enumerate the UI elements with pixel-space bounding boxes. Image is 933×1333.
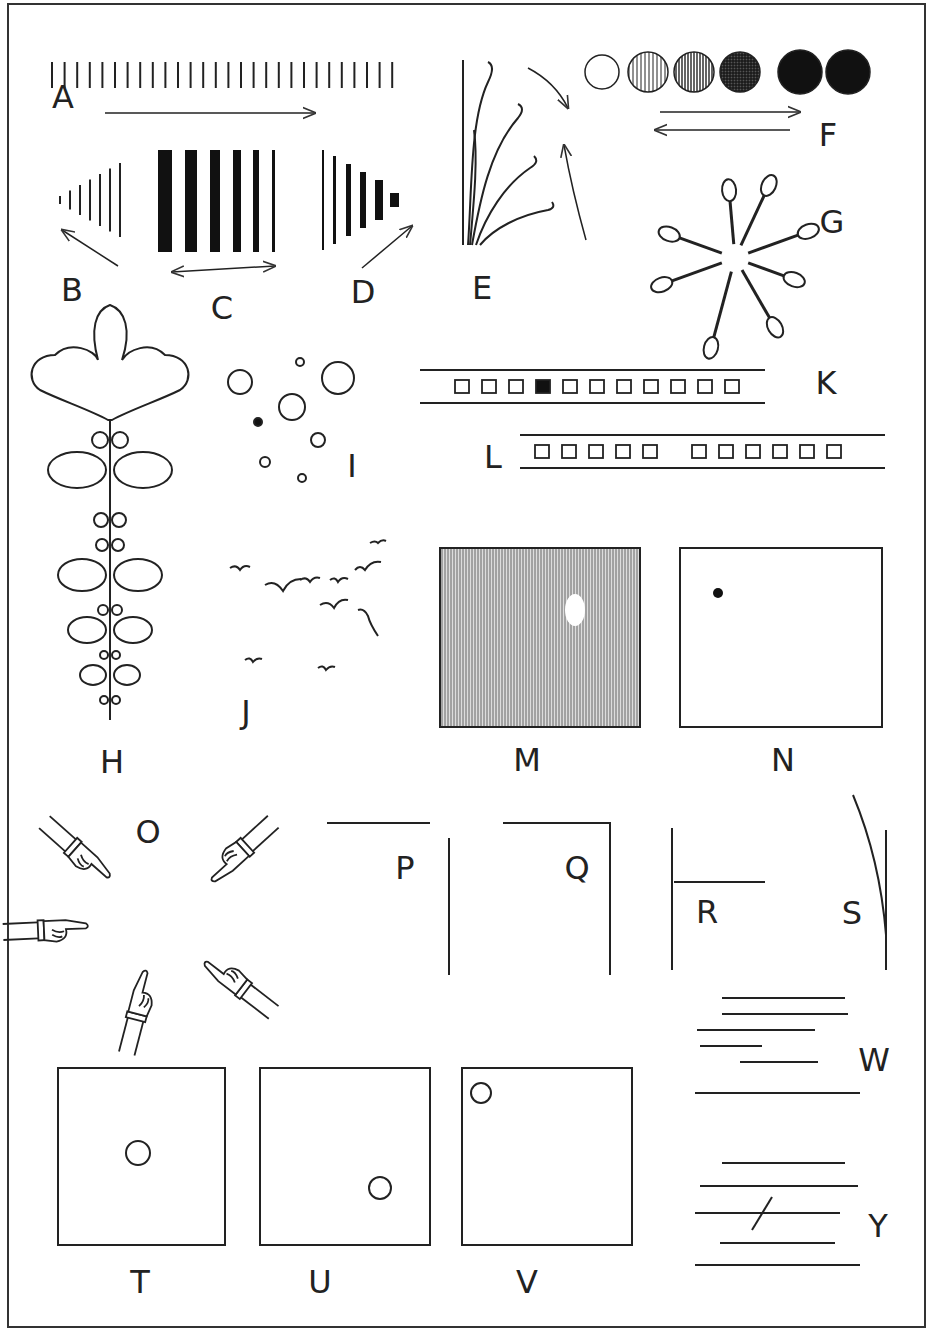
figure-letter: V [516, 1266, 538, 1298]
figure-letter: F [819, 119, 837, 151]
figure-letter: B [61, 274, 83, 306]
figure-letter: W [858, 1044, 890, 1076]
figure-letter: T [130, 1266, 150, 1298]
figure-letter: E [472, 272, 492, 304]
figure-letter: M [513, 744, 541, 776]
figure-letter: K [816, 367, 837, 399]
figure-letter: A [52, 81, 74, 113]
figure-letter: H [100, 746, 124, 778]
figure-letter: C [211, 292, 233, 324]
figure-letter: N [771, 744, 795, 776]
figure-letter: Y [868, 1210, 888, 1242]
figure-letter: U [308, 1266, 331, 1298]
figure-letter: G [820, 206, 845, 238]
figure-letter: D [351, 276, 376, 308]
figure-letter: P [395, 852, 414, 884]
figure-letter: Q [564, 852, 589, 884]
figure-letter: J [241, 696, 250, 728]
figure-letter: I [347, 450, 356, 482]
figure-letter: S [842, 897, 862, 929]
figure-letter: R [696, 896, 718, 928]
figure-letter: L [484, 441, 502, 473]
figure-letter: O [135, 816, 160, 848]
